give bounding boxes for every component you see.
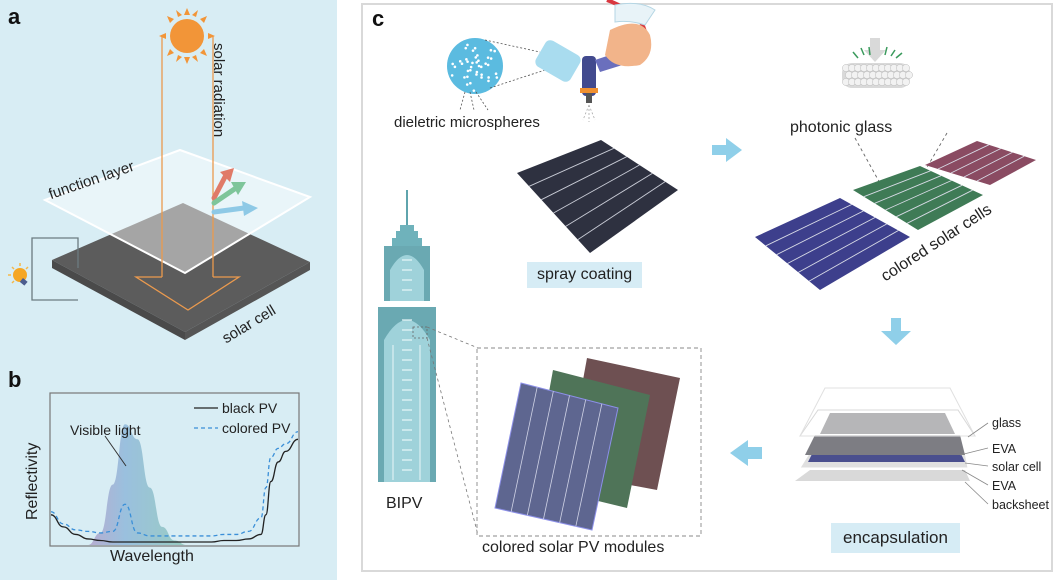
legend-label-black-pv: black PV xyxy=(222,400,278,416)
colored-solar-cell-blue xyxy=(755,198,910,290)
legend-label-colored-pv: colored PV xyxy=(222,420,291,436)
layer-label-backsheet: backsheet xyxy=(992,498,1049,512)
colored-pv-modules-label: colored solar PV modules xyxy=(482,539,665,556)
layer-label-eva-bottom: EVA xyxy=(992,479,1017,493)
series-colored-pv-line xyxy=(50,431,299,537)
x-axis-label: Wavelength xyxy=(110,548,194,565)
incident-light-arrow xyxy=(864,38,886,62)
layer-label-eva-top: EVA xyxy=(992,442,1017,456)
solar-radiation-arrow xyxy=(133,36,242,311)
spray-coating-tag: spray coating xyxy=(527,262,643,288)
encapsulation-layers xyxy=(795,387,976,481)
panel-a-label: a xyxy=(8,4,21,29)
bipv-label: BIPV xyxy=(386,495,423,512)
circuit-wire xyxy=(31,237,79,301)
reflected-light-arrows xyxy=(211,168,258,216)
colored-solar-cell-red xyxy=(925,141,1036,185)
colored-solar-cell-green xyxy=(853,166,983,230)
process-arrow-left xyxy=(730,440,762,466)
process-arrow-down xyxy=(881,318,911,345)
visible-light-pointer xyxy=(104,435,127,467)
panel-a-illustration xyxy=(8,8,313,340)
panel-c-label: c xyxy=(372,6,385,31)
microspheres-magnified-icon xyxy=(447,38,546,111)
panel-b-label: b xyxy=(8,367,22,392)
chart-frame xyxy=(49,392,300,547)
dielectric-microspheres-label: dieletric microspheres xyxy=(394,114,540,131)
reflectivity-chart xyxy=(49,392,300,547)
modules-zoom-box xyxy=(476,347,702,537)
encapsulation-tag: encapsulation xyxy=(831,523,960,553)
spray-gun-icon xyxy=(535,0,656,122)
layer-label-solar-cell: solar cell xyxy=(992,460,1042,474)
layer-label-glass: glass xyxy=(992,416,1022,430)
visible-light-annotation: Visible light xyxy=(70,422,141,438)
bipv-building-icon xyxy=(378,190,479,536)
light-bulb-icon xyxy=(8,263,29,286)
function-layer xyxy=(42,148,313,275)
series-visible-light-area xyxy=(51,424,298,545)
uncoated-solar-cell xyxy=(517,140,678,253)
series-black-pv-line xyxy=(50,438,299,543)
sun-icon xyxy=(159,8,215,64)
process-arrow-right xyxy=(712,138,742,162)
photonic-glass-label: photonic glass xyxy=(790,119,893,136)
photonic-glass-icon xyxy=(842,38,948,206)
